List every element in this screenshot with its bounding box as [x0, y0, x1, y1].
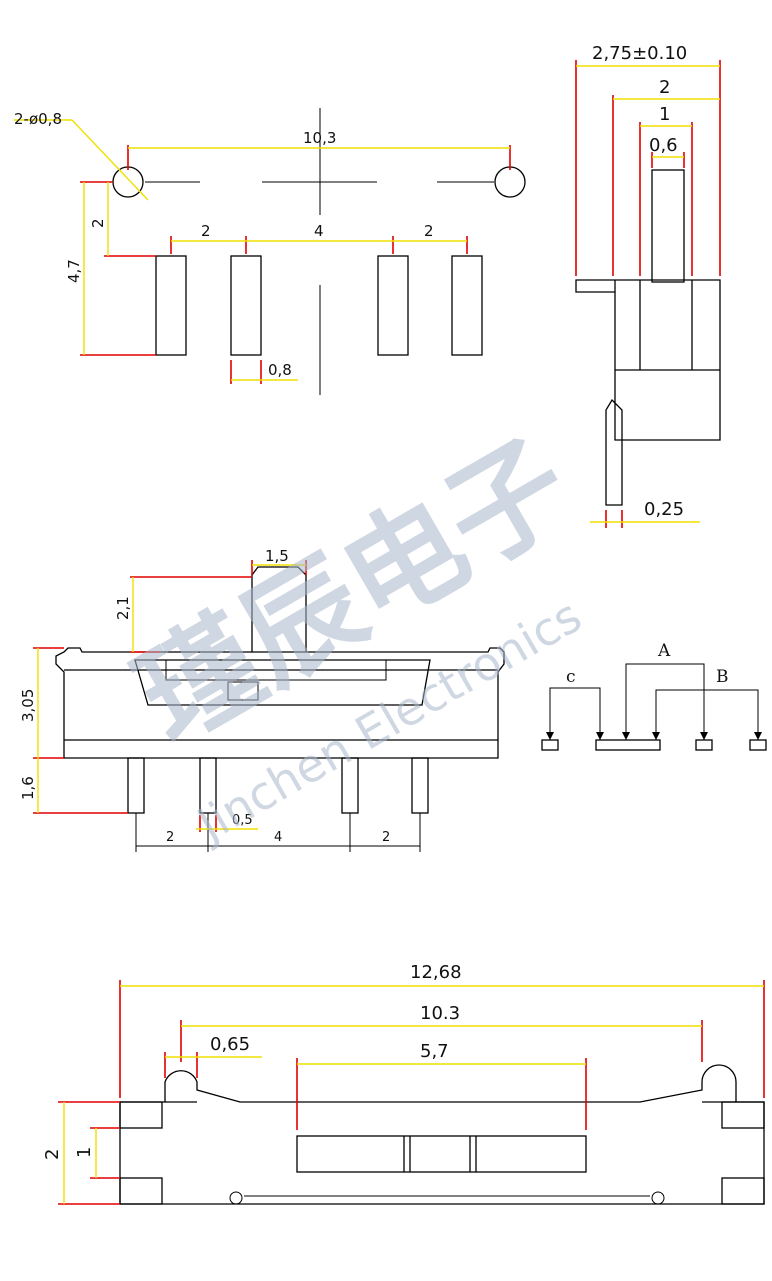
bottom-slot [296, 1135, 587, 1173]
front-pin-4 [411, 757, 429, 814]
front-pin-width-label: 0,5 [232, 813, 253, 828]
tab-width-label: 0,65 [210, 1034, 250, 1055]
arrow-icon [754, 732, 762, 740]
mount-hole-left [112, 166, 144, 198]
pitch-center-label: 4 [314, 222, 324, 240]
side-pin [605, 398, 623, 506]
terminal-b-label: B [716, 667, 729, 687]
wire-b [655, 689, 759, 740]
row-offset-label: 2 [89, 218, 107, 228]
arrow-icon [596, 732, 604, 740]
pin-thickness-label: 0,25 [644, 499, 684, 520]
terminal-a-label: A [657, 641, 671, 661]
corner-pad [119, 1177, 163, 1205]
front-pin-1 [127, 757, 145, 814]
actuator [651, 169, 685, 283]
hole-leader [71, 119, 149, 201]
common-bar [595, 739, 661, 751]
arrow-icon [700, 732, 708, 740]
arrow-icon [652, 732, 660, 740]
overall-height-label: 4,7 [65, 259, 83, 283]
front-pitch-center-label: 4 [274, 830, 282, 845]
corner-pad [721, 1101, 765, 1129]
slide-bar [165, 659, 387, 681]
pad-2 [230, 255, 262, 356]
arrow-icon [622, 732, 630, 740]
pad-1 [155, 255, 187, 356]
actuator-span-label: 1 [659, 104, 670, 125]
pad-3 [377, 255, 409, 356]
front-view: 1,5 2,1 3,05 1,6 2 4 2 0,5 [19, 547, 505, 852]
overall-width-label: 2,75±0.10 [592, 43, 687, 64]
bottom-body [119, 1064, 765, 1205]
terminal-4 [749, 739, 767, 751]
front-pitch-right-label: 2 [382, 830, 390, 845]
top-view: 2-ø0,8 10,3 2 4 2 0,8 2 4,7 [14, 108, 526, 395]
pad-width-label: 0,8 [268, 361, 292, 379]
front-body [55, 647, 505, 759]
body-height-label: 3,05 [19, 689, 37, 722]
pitch-right-label: 2 [424, 222, 434, 240]
actuator-width-label: 0,6 [649, 135, 678, 156]
watermark: 瑾辰电子 Jinchen Electronics [115, 414, 593, 853]
front-pitch-left-label: 2 [166, 830, 174, 845]
bottom-view: 12,68 10.3 0,65 5,7 2 1 [42, 962, 765, 1205]
wire-a [625, 663, 705, 740]
body-width-label: 2 [659, 77, 670, 98]
schematic: c A B [541, 641, 767, 751]
mount-hole-right [494, 166, 526, 198]
slot-length-label: 5,7 [420, 1041, 449, 1062]
pin-length-label: 1,6 [19, 776, 37, 800]
side-body [575, 279, 721, 441]
bottom-hole-span-label: 10.3 [420, 1003, 460, 1024]
pitch-left-label: 2 [201, 222, 211, 240]
pad-4 [451, 255, 483, 356]
bottom-notch-left [229, 1191, 243, 1205]
slide-knob [227, 681, 259, 701]
bottom-notch-right [651, 1191, 665, 1205]
terminal-3 [695, 739, 713, 751]
terminal-c-label: c [566, 667, 576, 687]
terminal-1 [541, 739, 559, 751]
front-actuator [251, 566, 307, 652]
hole-span-label: 10,3 [303, 129, 336, 147]
overall-length-label: 12,68 [410, 962, 462, 983]
side-view: 2,75±0.10 2 1 0,6 0,25 [575, 43, 721, 528]
hole-label: 2-ø0,8 [14, 110, 62, 128]
front-actuator-height-label: 2,1 [114, 596, 132, 620]
corner-pad [721, 1177, 765, 1205]
arrow-icon [546, 732, 554, 740]
bottom-height-label: 2 [42, 1149, 63, 1160]
front-actuator-width-label: 1,5 [265, 547, 289, 565]
bottom-inner-height-label: 1 [74, 1147, 95, 1158]
corner-pad [119, 1101, 163, 1129]
wire-c [549, 687, 601, 740]
